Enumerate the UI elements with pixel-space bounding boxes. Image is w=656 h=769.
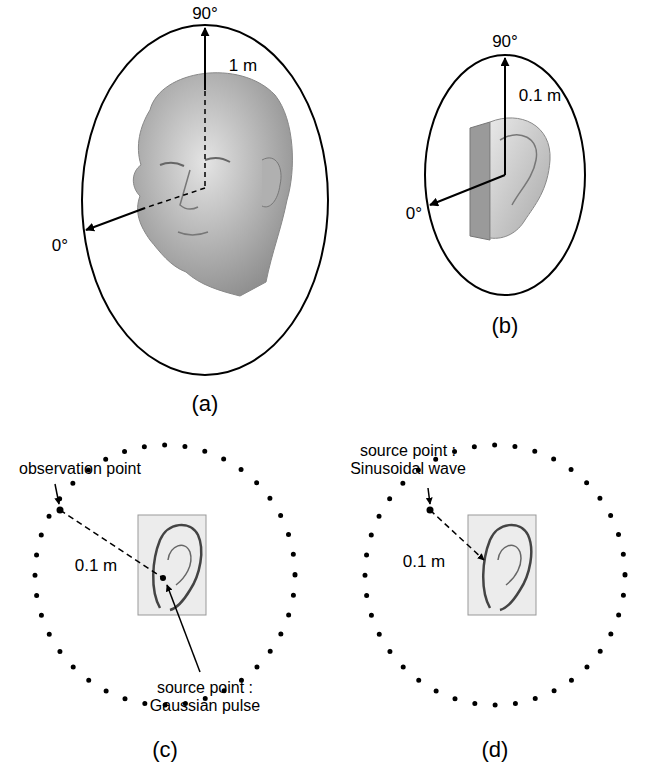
radius-line [60,510,163,578]
observation-circle [35,445,295,705]
angle-label: 90° [192,4,218,24]
panel-label: (a) [192,391,219,416]
ear-detail [168,545,191,585]
observation-dot [57,507,64,514]
angle-label: 0° [406,204,422,224]
angle-label: 0° [52,236,68,256]
source-dot [427,507,434,514]
callout-text: observation point [19,460,141,478]
axis-arrow [204,28,206,90]
axis-arrow [86,208,145,230]
leader-line [428,488,430,504]
panel-label: (b) [492,313,519,338]
head-ear [262,158,281,207]
distance-label: 0.1 m [75,556,118,576]
callout-text: source point : Gaussian pulse [140,679,270,716]
angle-label: 90° [492,32,518,52]
source-dot [160,575,166,581]
head-model [133,73,292,296]
callout-text: source point : Sinusoidal wave [338,442,478,479]
ear-detail [498,545,521,585]
axis-arrow [504,58,506,175]
sphere-outline [425,55,585,295]
panel-label: (c) [152,737,178,762]
leader-line [55,484,59,504]
source-circle [365,445,625,705]
head-eyes [160,158,230,166]
distance-label: 0.1 m [403,552,446,572]
ear-outline [483,525,531,610]
distance-label: 1 m [229,56,257,76]
ear-outline [153,525,201,610]
distance-label: 0.1 m [519,86,562,106]
axis-arrow [430,175,505,205]
head-features [178,170,208,235]
axis-hidden [204,90,206,186]
ear-base [470,122,490,240]
panel-label: (d) [482,737,509,762]
ear-panel [468,515,536,615]
leader-line [167,585,200,672]
axis-hidden [145,188,205,208]
sphere-outline [82,25,328,375]
